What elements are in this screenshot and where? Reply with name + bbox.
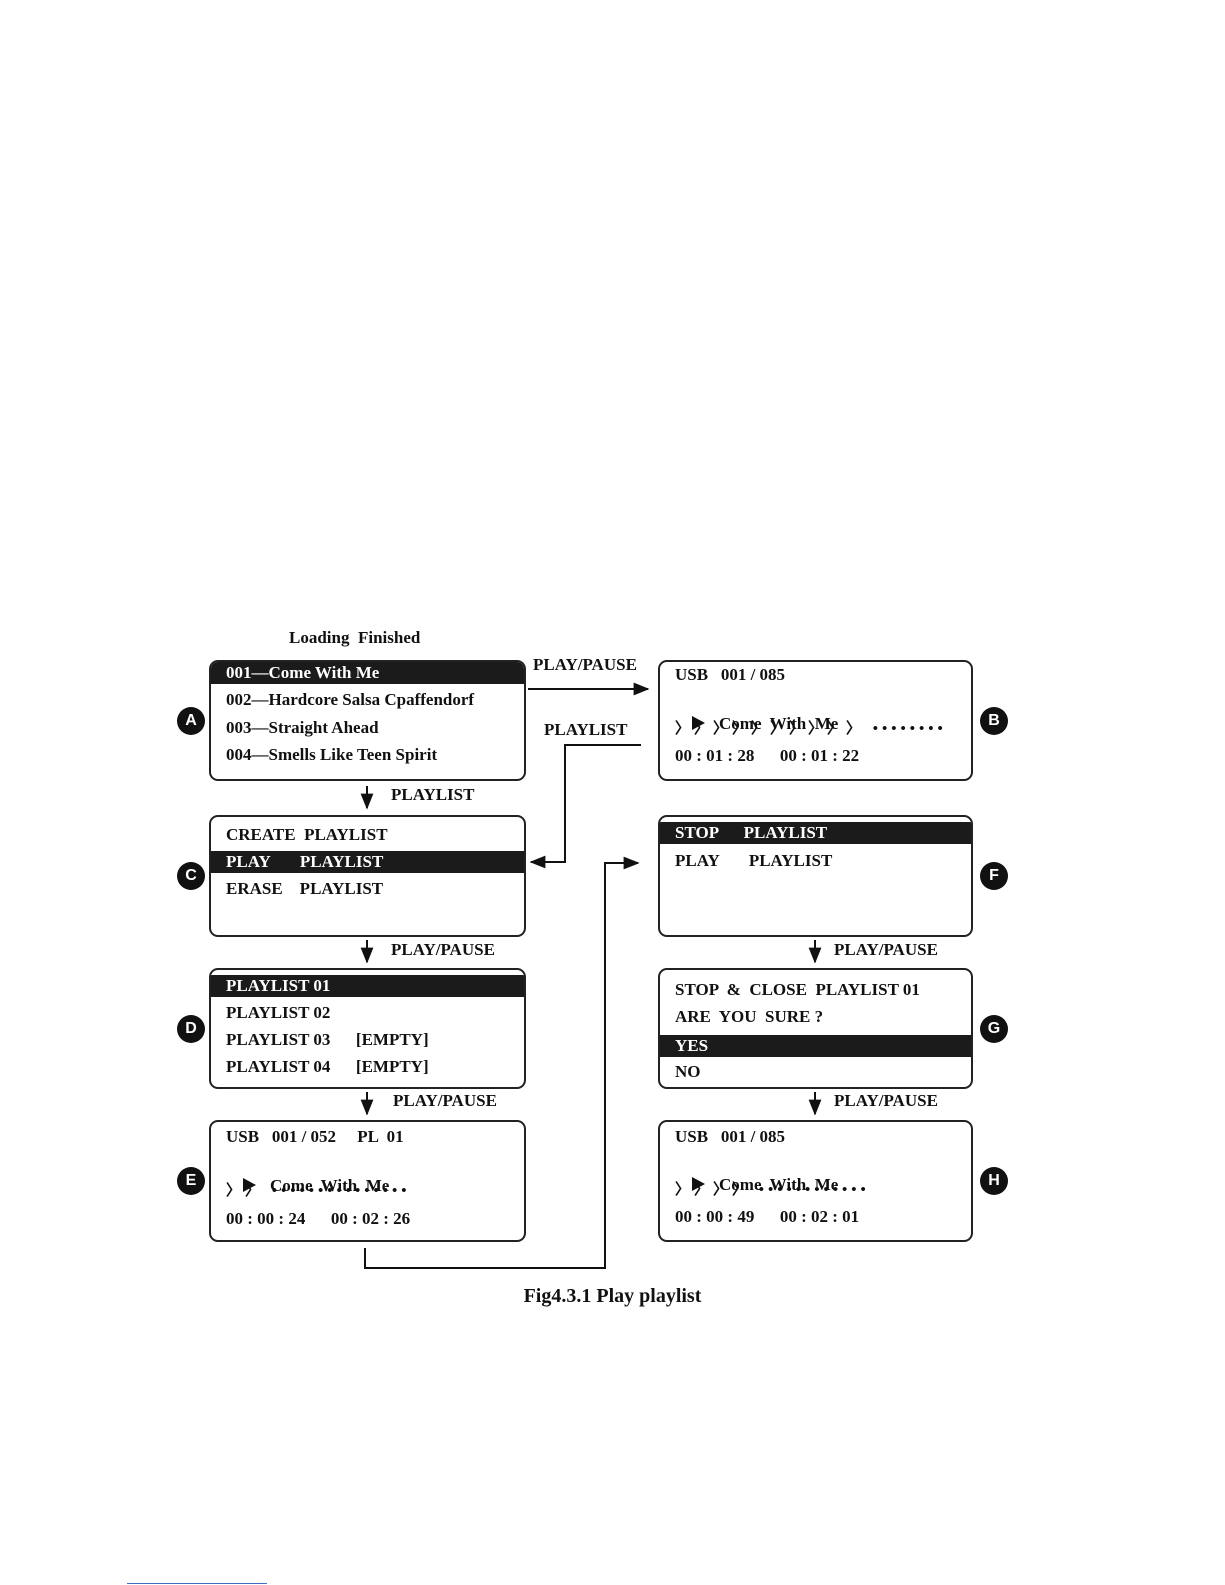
progress-bar: 〉〉〉〉〉〉〉〉〉〉 •••••••• [675, 721, 947, 737]
playlist-item: PLAYLIST 03 [EMPTY] [226, 1030, 429, 1049]
footnote-separator [127, 1583, 267, 1584]
label-a-to-b: PLAY/PAUSE [533, 655, 637, 674]
label-d-to-e: PLAY/PAUSE [393, 1091, 497, 1110]
confirm-no-option: NO [675, 1062, 701, 1081]
badge-e: E [177, 1167, 205, 1195]
menu-item: PLAY PLAYLIST [675, 851, 833, 870]
menu-item: CREATE PLAYLIST [226, 825, 388, 844]
time-readout: 00 : 00 : 49 00 : 02 : 01 [675, 1207, 860, 1226]
arrow-b-to-c [529, 744, 641, 869]
menu-item: ERASE PLAYLIST [226, 879, 384, 898]
progress-bar: 〉〉 ••••••••••••••• [226, 1183, 411, 1199]
confirm-message: STOP & CLOSE PLAYLIST 01 [675, 980, 920, 999]
badge-a: A [177, 707, 205, 735]
screen-g-confirm-dialog: STOP & CLOSE PLAYLIST 01 ARE YOU SURE ? … [658, 968, 973, 1089]
track-title: Come With Me [270, 1176, 390, 1195]
screen-h-now-playing: USB 001 / 085 Come With Me 〉〉〉〉 ••••••••… [658, 1120, 973, 1242]
menu-item: STOP PLAYLIST [660, 822, 971, 844]
track-title: Come With Me [719, 714, 839, 733]
playlist-item: PLAYLIST 04 [EMPTY] [226, 1057, 429, 1076]
now-playing-row: Come With Me [211, 1153, 524, 1195]
device-track-counter: USB 001 / 085 [675, 665, 786, 684]
screen-f-stop-menu: STOP PLAYLIST PLAY PLAYLIST [658, 815, 973, 937]
screen-a-track-list: 001—Come With Me 002—Hardcore Salsa Cpaf… [209, 660, 526, 781]
now-playing-row: Come With Me [660, 691, 971, 733]
play-icon [243, 1178, 256, 1192]
arrow-e-to-f [364, 856, 640, 1269]
play-icon [692, 716, 705, 730]
time-readout: 00 : 01 : 28 00 : 01 : 22 [675, 746, 860, 765]
confirm-yes-option: YES [660, 1035, 971, 1057]
loading-finished-label: Loading Finished [289, 628, 421, 647]
confirm-question: ARE YOU SURE ? [675, 1007, 824, 1026]
track-row: 001—Come With Me [211, 662, 524, 684]
track-row: 002—Hardcore Salsa Cpaffendorf [226, 690, 475, 709]
screen-d-playlist-select: PLAYLIST 01 PLAYLIST 02 PLAYLIST 03 [EMP… [209, 968, 526, 1089]
playlist-item: PLAYLIST 02 [226, 1003, 331, 1022]
track-title: Come With Me [719, 1175, 839, 1194]
badge-c: C [177, 862, 205, 890]
progress-bar: 〉〉〉〉 •••••••••••• [675, 1182, 870, 1198]
badge-g: G [980, 1015, 1008, 1043]
label-b-to-c: PLAYLIST [544, 720, 628, 739]
now-playing-row: Come With Me [660, 1152, 971, 1194]
track-row: 004—Smells Like Teen Spirit [226, 745, 438, 764]
menu-item: PLAY PLAYLIST [211, 851, 524, 873]
label-c-to-d: PLAY/PAUSE [391, 940, 495, 959]
time-readout: 00 : 00 : 24 00 : 02 : 26 [226, 1209, 411, 1228]
figure-caption: Fig4.3.1 Play playlist [523, 1285, 702, 1307]
badge-f: F [980, 862, 1008, 890]
screen-e-playlist-playing: USB 001 / 052 PL 01 Come With Me 〉〉 ••••… [209, 1120, 526, 1242]
screen-b-now-playing: USB 001 / 085 Come With Me 〉〉〉〉〉〉〉〉〉〉 ••… [658, 660, 973, 781]
badge-b: B [980, 707, 1008, 735]
label-g-to-h: PLAY/PAUSE [834, 1091, 938, 1110]
device-track-counter: USB 001 / 085 [675, 1127, 786, 1146]
badge-h: H [980, 1167, 1008, 1195]
label-a-to-c: PLAYLIST [391, 785, 475, 804]
badge-d: D [177, 1015, 205, 1043]
playlist-item: PLAYLIST 01 [211, 975, 524, 997]
track-row: 003—Straight Ahead [226, 718, 379, 737]
device-track-counter: USB 001 / 052 PL 01 [226, 1127, 404, 1146]
label-f-to-g: PLAY/PAUSE [834, 940, 938, 959]
play-icon [692, 1177, 705, 1191]
screen-c-playlist-menu: CREATE PLAYLIST PLAY PLAYLIST ERASE PLAY… [209, 815, 526, 937]
